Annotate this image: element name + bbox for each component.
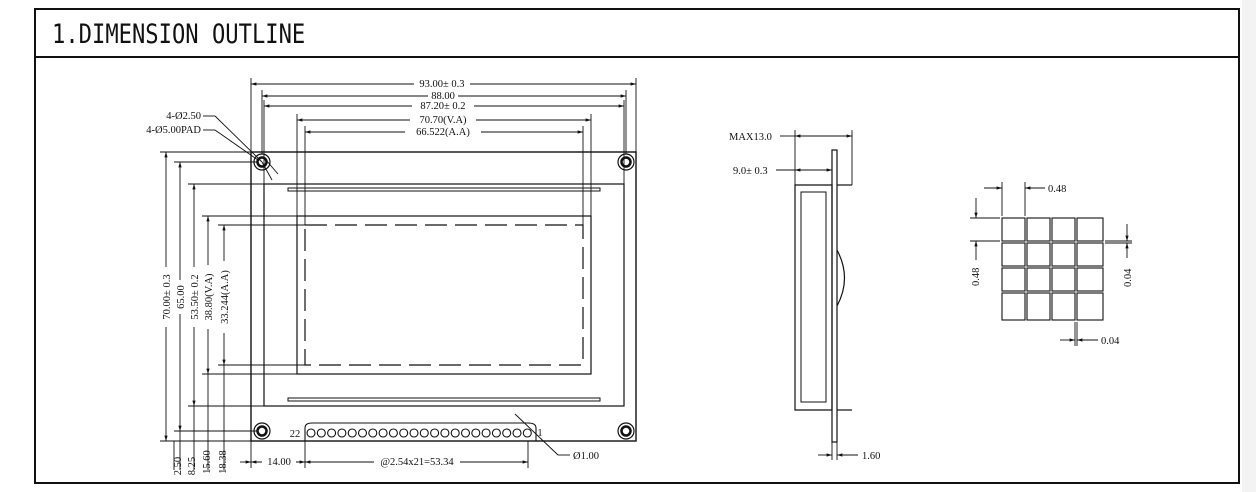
- dim-va-width: 70.70(V.A): [419, 115, 467, 126]
- front-view: [250, 151, 637, 442]
- dim-pin-hole-dia: Ø1.00: [573, 451, 599, 462]
- dim-hole-dia: 4-Ø2.50: [166, 111, 201, 122]
- dim-bottom-18-38: 18.38: [218, 450, 229, 474]
- dim-bottom-2-50: 2.50: [173, 457, 184, 475]
- pin-last-label: 1: [537, 428, 542, 439]
- bezel-bottom-slot: [287, 397, 601, 402]
- dim-bottom-15-60: 15.60: [202, 450, 213, 474]
- bezel-top-slot: [287, 187, 601, 192]
- dim-va-height: 38.80(V.A): [204, 273, 215, 321]
- section-title: 1.DIMENSION OUTLINE: [52, 19, 306, 50]
- side-dimensions: [776, 130, 858, 460]
- dim-dot-gap-h: 0.04: [1123, 268, 1134, 287]
- dim-pcb-thickness: 1.60: [862, 451, 880, 462]
- dim-mount-span-h: 65.00: [176, 285, 187, 309]
- dim-aa-width: 66.522(A.A): [416, 127, 470, 138]
- bezel-outline: [263, 183, 625, 407]
- pin-row: [304, 422, 537, 441]
- mount-hole-tr: [617, 153, 635, 171]
- scrollbar[interactable]: [1242, 0, 1256, 492]
- drawing-frame: 1.DIMENSION OUTLINE: [34, 8, 1240, 484]
- dot-dimensions: [970, 182, 1132, 346]
- dim-max-thickness: MAX13.0: [729, 132, 772, 143]
- side-pcb: [831, 149, 838, 443]
- dot-matrix-detail: [1001, 217, 1104, 321]
- dot-dimension-labels: 0.48 0.48 0.04 0.04: [971, 184, 1134, 347]
- dim-dot-height: 0.48: [971, 268, 982, 286]
- viewing-area: [296, 215, 592, 375]
- dim-overall-height: 70.00± 0.3: [162, 274, 173, 319]
- dim-pin-pitch: @2.54x21=53.34: [380, 457, 454, 468]
- dim-bottom-8-25: 8.25: [187, 457, 198, 475]
- side-view: [794, 149, 852, 443]
- dim-pad-dia: 4-Ø5.00PAD: [146, 125, 201, 136]
- dim-bezel-height: 53.50± 0.2: [190, 274, 201, 319]
- dim-aa-height: 33.244(A.A): [220, 270, 231, 324]
- section-header: 1.DIMENSION OUTLINE: [36, 10, 1238, 58]
- bottom-dimension-labels: 14.00 @2.54x21=53.34 22 1 Ø1.00: [262, 428, 599, 468]
- pcb-outline: [250, 151, 637, 442]
- dim-pin-offset: 14.00: [267, 457, 291, 468]
- active-area: [304, 224, 584, 366]
- pin-first-label: 22: [290, 429, 301, 440]
- side-module-body: [794, 184, 833, 411]
- left-dimension-labels: 70.00± 0.3 65.00 53.50± 0.2 38.80(V.A) 3…: [162, 261, 231, 475]
- dim-module-thickness: 9.0± 0.3: [733, 166, 768, 177]
- top-dimension-labels: 93.00± 0.3 88.00 87.20± 0.2 70.70(V.A) 6…: [405, 78, 481, 138]
- dim-mount-span-w: 88.00: [431, 91, 455, 102]
- dim-overall-width: 93.00± 0.3: [419, 79, 464, 90]
- side-bulge: [836, 249, 846, 307]
- dim-dot-gap-w: 0.04: [1101, 336, 1120, 347]
- dim-dot-width: 0.48: [1048, 184, 1066, 195]
- mount-hole-br: [617, 422, 635, 440]
- side-dimension-labels: MAX13.0 9.0± 0.3 1.60: [729, 132, 880, 462]
- dim-pcb-width: 87.20± 0.2: [420, 101, 465, 112]
